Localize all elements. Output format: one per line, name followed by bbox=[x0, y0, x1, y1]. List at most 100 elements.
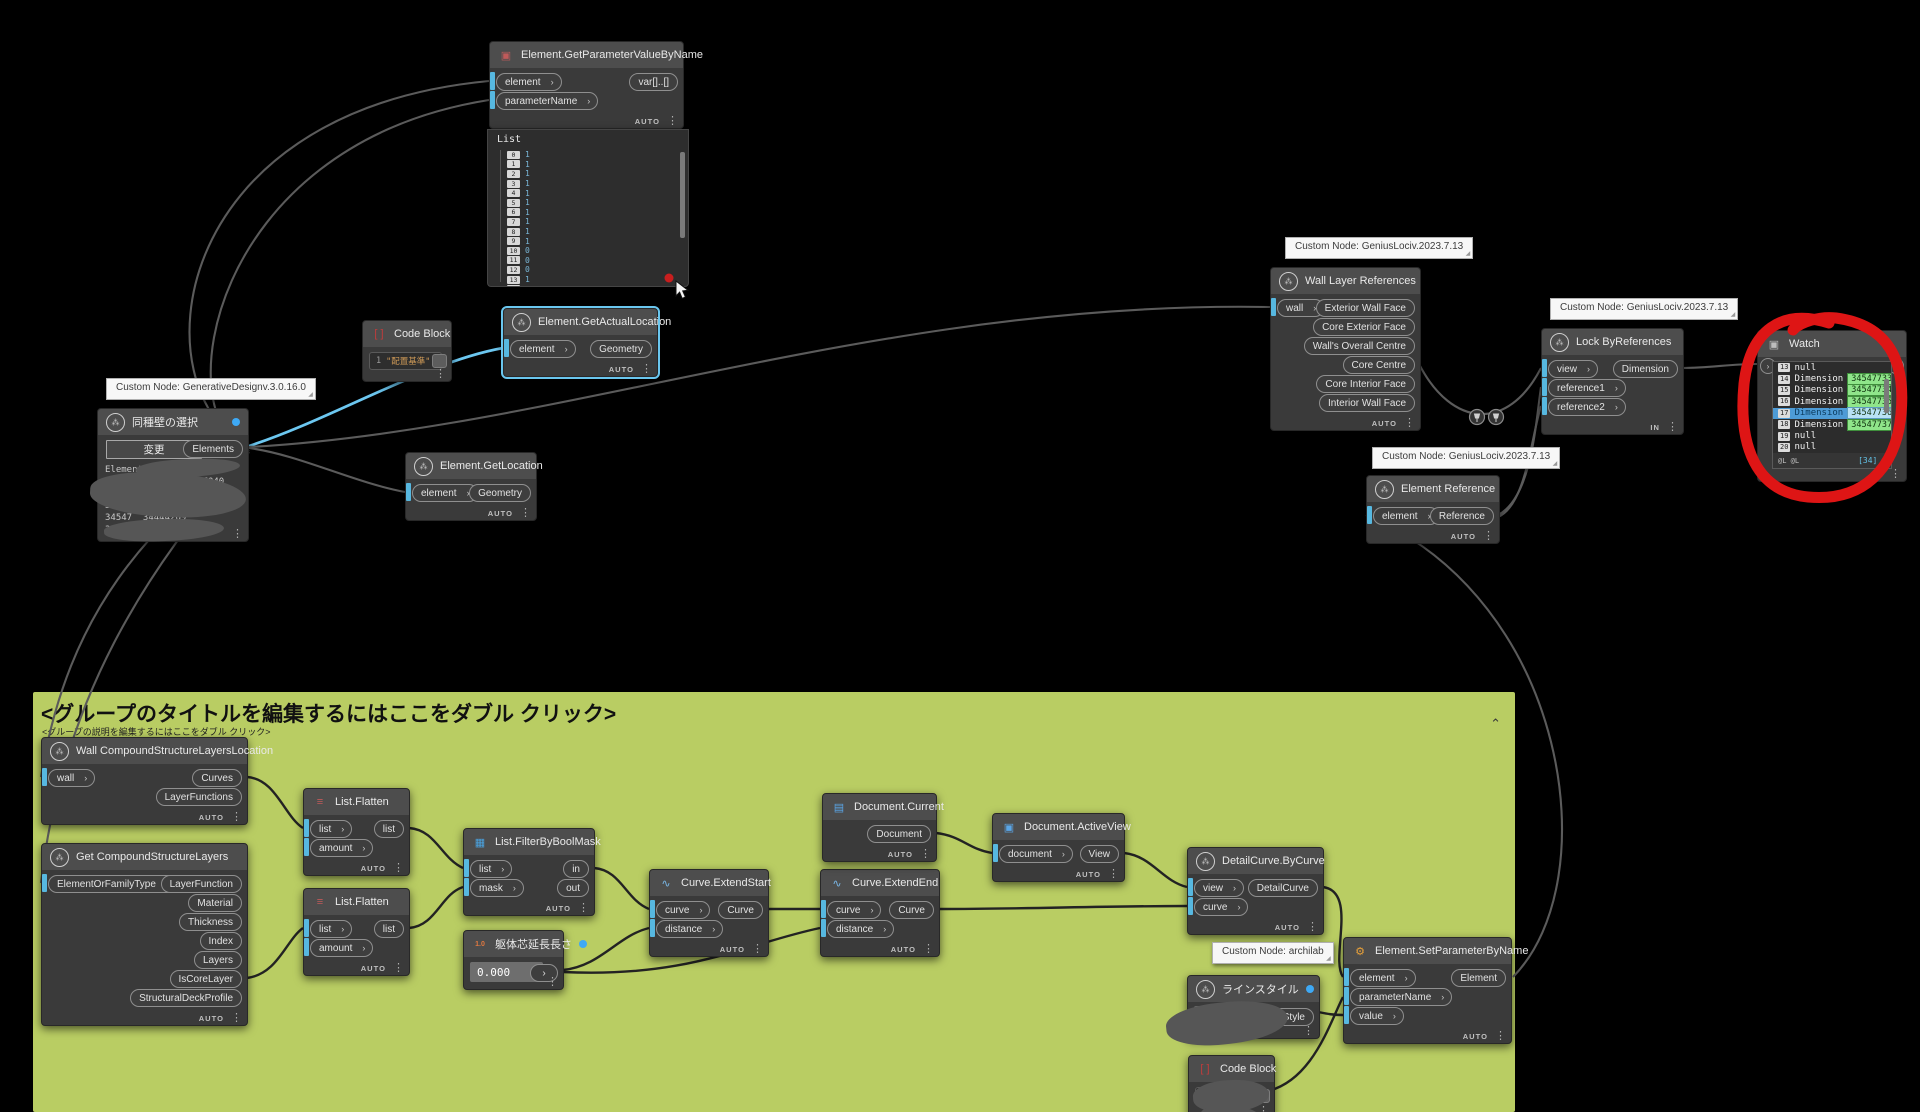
lacing-mode-label[interactable]: AUTO bbox=[890, 944, 916, 954]
output-port-Thickness[interactable]: Thickness bbox=[178, 913, 242, 931]
node-menu-icon[interactable]: ⋮ bbox=[232, 528, 243, 540]
node-menu-icon[interactable]: ⋮ bbox=[923, 943, 934, 955]
node-same-wall-selector[interactable]: ⁂同種壁の選択変更ElementsElement7976 34547035 34… bbox=[88, 408, 249, 544]
output-port-Exterior Wall Face[interactable]: Exterior Wall Face bbox=[1315, 299, 1415, 317]
node-header[interactable]: ∿Curve.ExtendStart bbox=[650, 870, 771, 896]
node-header[interactable]: ≡List.Flatten bbox=[304, 789, 409, 815]
lacing-mode-label[interactable]: AUTO bbox=[1371, 418, 1397, 428]
node-header[interactable]: ⁂DetailCurve.ByCurve bbox=[1188, 848, 1325, 874]
node-header[interactable]: ▣Document.ActiveView bbox=[993, 814, 1131, 840]
lacing-mode-label[interactable]: AUTO bbox=[608, 364, 634, 374]
input-port-parameterName[interactable]: parameterName› bbox=[496, 92, 599, 110]
output-port-Document[interactable]: Document bbox=[867, 825, 931, 843]
node-header[interactable]: ⁂Lock ByReferences bbox=[1542, 329, 1683, 355]
number-output-port[interactable]: › bbox=[530, 964, 558, 982]
node-menu-icon[interactable]: ⋮ bbox=[667, 115, 678, 127]
output-port-Interior Wall Face[interactable]: Interior Wall Face bbox=[1319, 394, 1415, 412]
input-port-view[interactable]: view› bbox=[1548, 360, 1599, 378]
output-port-var[]..[][interactable]: var[]..[] bbox=[629, 73, 678, 91]
input-port-mask[interactable]: mask› bbox=[470, 879, 524, 897]
input-port-value[interactable]: value› bbox=[1350, 1007, 1404, 1025]
node-menu-icon[interactable]: ⋮ bbox=[1495, 1030, 1506, 1042]
input-port-wall[interactable]: wall› bbox=[48, 769, 96, 787]
input-port-curve[interactable]: curve› bbox=[656, 901, 711, 919]
output-port-Dimension[interactable]: Dimension bbox=[1612, 360, 1678, 378]
output-port-Curve[interactable]: Curve bbox=[889, 901, 934, 919]
node-menu-icon[interactable]: ⋮ bbox=[1667, 421, 1678, 433]
input-port-parameterName[interactable]: parameterName› bbox=[1350, 988, 1453, 1006]
lacing-mode-label[interactable]: AUTO bbox=[1462, 1031, 1488, 1041]
input-port-curve[interactable]: curve› bbox=[827, 901, 882, 919]
input-port-element[interactable]: element› bbox=[1350, 969, 1416, 987]
input-port-element[interactable]: element› bbox=[1373, 507, 1439, 525]
input-port-list[interactable]: list› bbox=[470, 860, 513, 878]
node-header[interactable]: ⁂同種壁の選択 bbox=[98, 409, 248, 435]
node-menu-icon[interactable]: ⋮ bbox=[1307, 921, 1318, 933]
input-port-distance[interactable]: distance› bbox=[656, 920, 724, 938]
node-menu-icon[interactable]: ⋮ bbox=[641, 363, 652, 375]
number-input-field[interactable]: 0.000 bbox=[470, 962, 543, 982]
output-port-Core Centre[interactable]: Core Centre bbox=[1342, 356, 1415, 374]
lacing-mode-label[interactable]: IN bbox=[1650, 422, 1660, 432]
lacing-mode-label[interactable]: AUTO bbox=[1274, 922, 1300, 932]
lacing-mode-label[interactable]: AUTO bbox=[360, 863, 386, 873]
node-header[interactable]: ⚙Element.SetParameterByName bbox=[1344, 938, 1528, 964]
node-line-style[interactable]: ⁂ラインスタイル▼lineStyle⋮ bbox=[1164, 975, 1320, 1051]
input-port-view[interactable]: view› bbox=[1194, 879, 1245, 897]
output-port-Wall's Overall Centre[interactable]: Wall's Overall Centre bbox=[1303, 337, 1415, 355]
node-header[interactable]: ⁂Get CompoundStructureLayers bbox=[42, 844, 247, 870]
output-port-DetailCurve[interactable]: DetailCurve bbox=[1247, 879, 1318, 897]
input-port-document[interactable]: document› bbox=[999, 845, 1073, 863]
output-port-in[interactable]: in bbox=[563, 860, 589, 878]
node-menu-icon[interactable]: ⋮ bbox=[1108, 868, 1119, 880]
node-header[interactable]: ▤Document.Current bbox=[823, 794, 944, 820]
input-port-curve[interactable]: curve› bbox=[1194, 898, 1249, 916]
node-header[interactable]: ▣Element.GetParameterValueByName bbox=[490, 42, 703, 68]
lacing-mode-label[interactable]: AUTO bbox=[1450, 531, 1476, 541]
node-menu-icon[interactable]: ⋮ bbox=[520, 507, 531, 519]
node-menu-icon[interactable]: ⋮ bbox=[393, 962, 404, 974]
output-port-Geometry[interactable]: Geometry bbox=[590, 340, 652, 358]
node-menu-icon[interactable]: ⋮ bbox=[920, 848, 931, 860]
input-port-list[interactable]: list› bbox=[310, 820, 353, 838]
preview-scrollbar[interactable] bbox=[680, 152, 685, 238]
node-header[interactable]: [ ]Code Block bbox=[363, 321, 451, 347]
node-header[interactable]: [ ]Code Block bbox=[1189, 1056, 1276, 1082]
output-port-View[interactable]: View bbox=[1079, 845, 1119, 863]
lacing-mode-label[interactable]: AUTO bbox=[198, 812, 224, 822]
lacing-mode-label[interactable]: AUTO bbox=[198, 1013, 224, 1023]
node-element-set-parameter-by-name[interactable]: ⚙Element.SetParameterByName element›param… bbox=[1343, 937, 1528, 1044]
input-port-reference1[interactable]: reference1› bbox=[1548, 379, 1626, 397]
input-port-amount[interactable]: amount› bbox=[310, 839, 374, 857]
lacing-mode-label[interactable]: AUTO bbox=[634, 116, 660, 126]
output-port-Core Interior Face[interactable]: Core Interior Face bbox=[1316, 375, 1415, 393]
lacing-mode-label[interactable]: AUTO bbox=[545, 903, 571, 913]
node-menu-icon[interactable]: ⋮ bbox=[231, 1012, 242, 1024]
input-port-distance[interactable]: distance› bbox=[827, 920, 895, 938]
input-port-element[interactable]: element› bbox=[412, 484, 478, 502]
output-port-list[interactable]: list bbox=[373, 820, 404, 838]
output-port-StructuralDeckProfile[interactable]: StructuralDeckProfile bbox=[130, 989, 242, 1007]
change-selection-button[interactable]: 変更 bbox=[106, 440, 202, 459]
node-menu-icon[interactable]: ⋮ bbox=[547, 976, 558, 988]
output-preview-bubble[interactable]: List011121314151617181911001101201311411… bbox=[487, 129, 689, 287]
node-header[interactable]: ⁂Element.GetActualLocation bbox=[504, 309, 671, 335]
output-port-out[interactable]: out bbox=[557, 879, 589, 897]
